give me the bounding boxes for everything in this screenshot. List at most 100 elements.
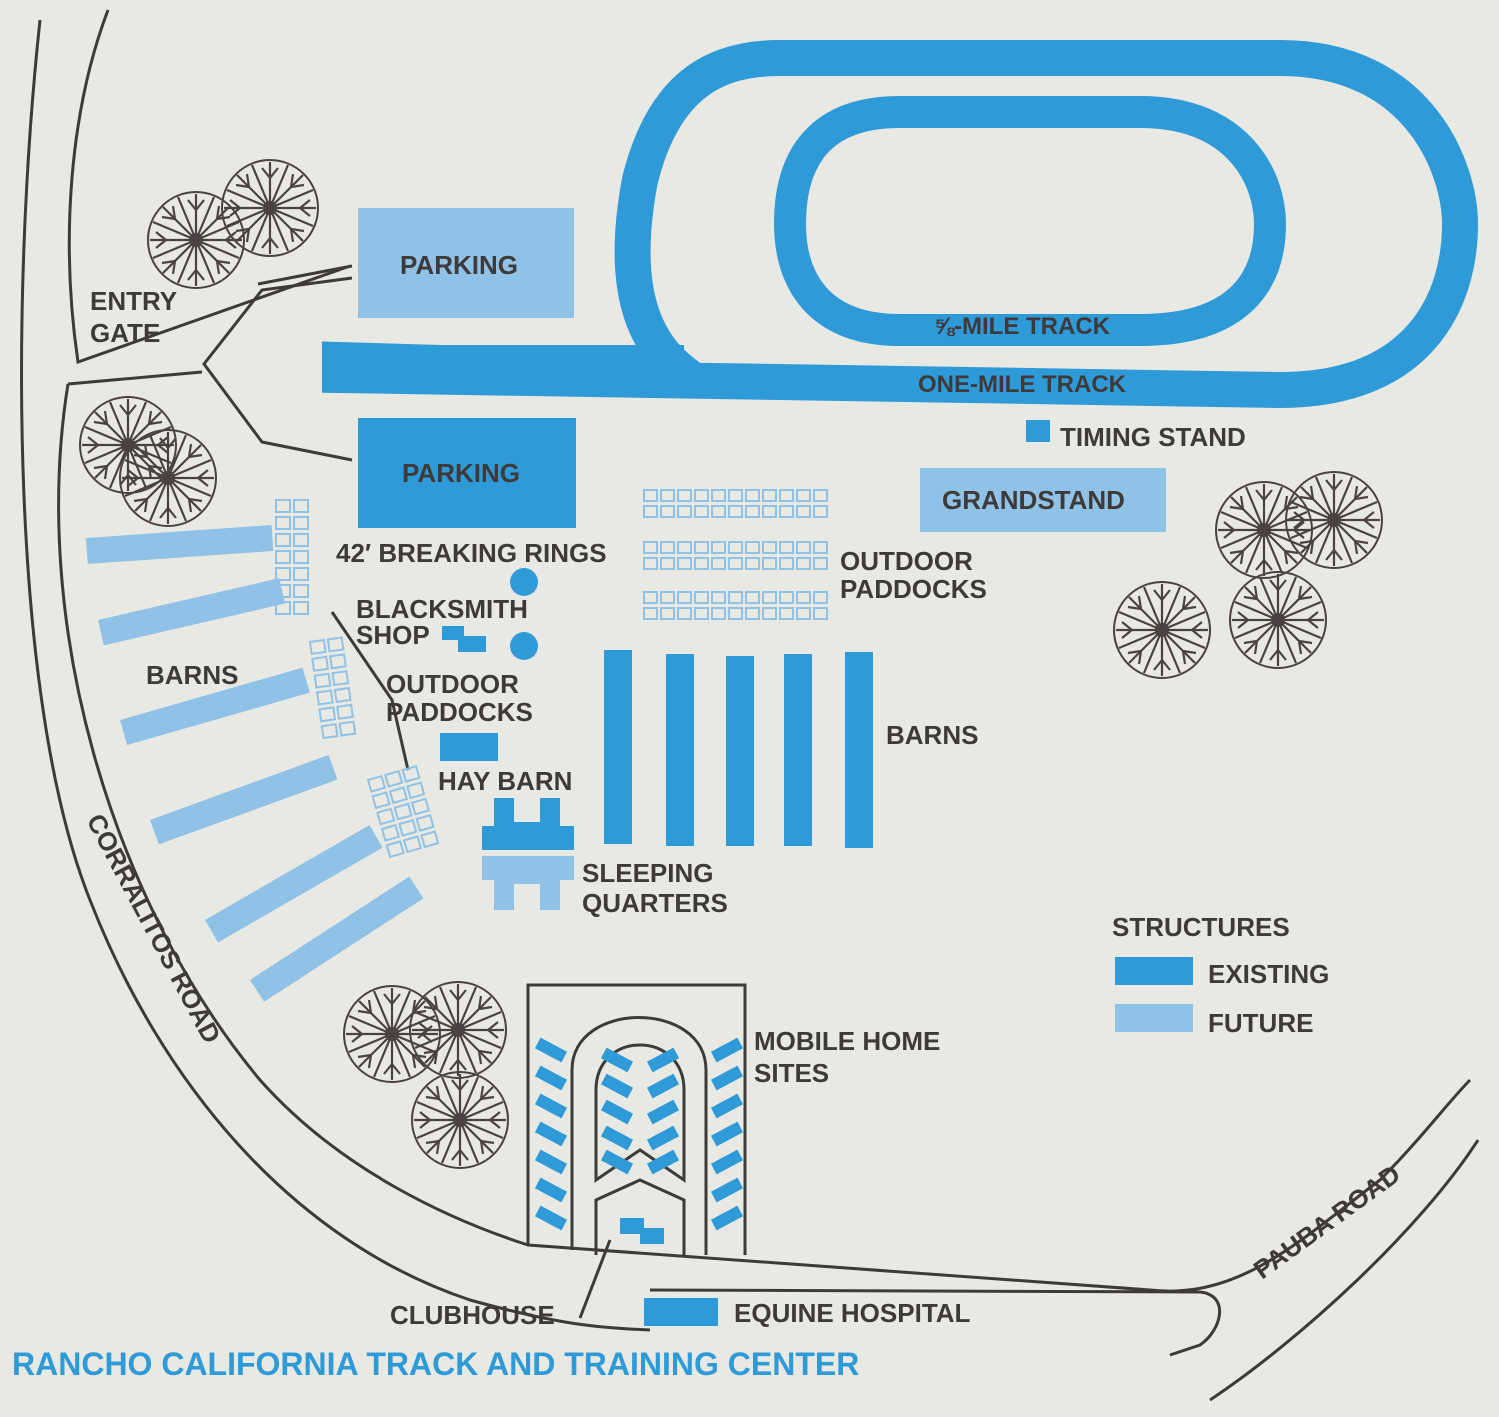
paddock-stall <box>385 840 405 859</box>
paddock-stall <box>813 505 828 518</box>
paddock-stall <box>384 769 404 788</box>
paddock-stall <box>694 489 709 502</box>
paddock-stall <box>711 557 726 570</box>
paddock-stall <box>677 541 692 554</box>
legend: STRUCTURES EXISTING FUTURE <box>1112 912 1329 1038</box>
paddock-grid <box>275 499 309 615</box>
blacksmith-label-1: BLACKSMITH <box>356 594 528 624</box>
paddock-stall <box>745 607 760 620</box>
paddock-stall <box>398 818 418 837</box>
paddock-stall <box>677 489 692 502</box>
mobile-home-label-2: SITES <box>754 1058 829 1088</box>
paddock-grid <box>643 591 828 620</box>
paddock-stall <box>779 505 794 518</box>
five-eighths-mile-track <box>773 96 1287 346</box>
paddock-stall <box>745 591 760 604</box>
paddock-stall <box>293 567 309 581</box>
tree-icon <box>220 158 320 258</box>
equine-hospital-building <box>644 1298 718 1326</box>
timing-stand-label: TIMING STAND <box>1060 422 1246 452</box>
equine-hospital-label: EQUINE HOSPITAL <box>734 1298 971 1328</box>
paddock-stall <box>643 591 658 604</box>
paddock-stall <box>762 489 777 502</box>
paddock-stall <box>796 541 811 554</box>
tree-icon <box>1284 470 1384 570</box>
paddock-stall <box>711 607 726 620</box>
paddock-stall <box>643 541 658 554</box>
mobile-home-sites <box>534 1037 744 1231</box>
paddock-stall <box>275 567 291 581</box>
paddock-stall <box>660 557 675 570</box>
tree-icon <box>118 428 218 528</box>
hay-barn-building <box>440 733 498 761</box>
mobile-home-site <box>600 1073 634 1099</box>
mobile-home-site <box>534 1037 568 1063</box>
paddock-stall <box>275 584 291 598</box>
paddock-stall <box>728 591 743 604</box>
mobile-home-site <box>646 1073 680 1099</box>
paddock-stall <box>762 505 777 518</box>
timing-stand-building <box>1026 420 1050 442</box>
paddock-stall <box>293 533 309 547</box>
mobile-home-label-1: MOBILE HOME <box>754 1026 940 1056</box>
parking-bottom-label: PARKING <box>402 458 520 488</box>
paddock-stall <box>796 591 811 604</box>
paddock-stall <box>813 607 828 620</box>
paddock-stall <box>401 764 421 783</box>
mobile-home-site <box>710 1093 744 1119</box>
clubhouse-building <box>620 1218 664 1244</box>
paddock-stall <box>415 814 435 832</box>
tree-icon <box>1228 570 1328 670</box>
paddock-stall <box>728 505 743 518</box>
paddock-stall <box>694 591 709 604</box>
paddock-stall <box>406 781 426 800</box>
outdoor-paddocks-right-label-2: PADDOCKS <box>840 574 987 604</box>
paddock-stall <box>329 653 347 670</box>
future-paddocks-right <box>643 489 828 620</box>
paddock-stall <box>745 505 760 518</box>
entry-gate-label-1: ENTRY <box>90 286 177 316</box>
one-mile-track-label: ONE-MILE TRACK <box>918 371 1127 398</box>
breaking-rings-label: 42′ BREAKING RINGS <box>336 538 607 568</box>
tree-icon <box>342 984 442 1084</box>
paddock-stall <box>643 607 658 620</box>
mobile-home-site <box>534 1149 568 1175</box>
paddock-stall <box>779 541 794 554</box>
paddock-stall <box>711 505 726 518</box>
blacksmith-label-2: SHOP <box>356 620 430 650</box>
blacksmith-shop-building <box>442 626 486 652</box>
grandstand-label: GRANDSTAND <box>942 485 1125 515</box>
outdoor-paddocks-left-label-1: OUTDOOR <box>386 669 519 699</box>
paddock-stall <box>331 670 350 687</box>
mobile-home-site <box>600 1125 634 1151</box>
five-eighths-track-label: ⅝-MILE TRACK <box>934 313 1111 340</box>
paddock-stall <box>813 541 828 554</box>
paddock-stall <box>745 557 760 570</box>
one-mile-track <box>322 40 1479 409</box>
outdoor-paddocks-left-label-2: PADDOCKS <box>386 697 533 727</box>
entry-gate-label-2: GATE <box>90 318 160 348</box>
paddock-stall <box>315 689 334 706</box>
paddock-stall <box>293 601 309 615</box>
tree-icon <box>410 1070 510 1170</box>
paddock-stall <box>796 489 811 502</box>
paddock-stall <box>643 489 658 502</box>
paddock-stall <box>308 638 327 656</box>
paddock-stall <box>388 786 408 805</box>
breaking-ring-1 <box>510 568 538 596</box>
paddock-stall <box>762 591 777 604</box>
paddock-grid <box>643 541 828 570</box>
paddock-stall <box>293 584 309 598</box>
existing-swatch-icon <box>1115 957 1193 985</box>
paddock-stall <box>796 505 811 518</box>
sleeping-quarters-label-2: QUARTERS <box>582 888 728 918</box>
paddock-stall <box>813 591 828 604</box>
paddock-grid <box>643 489 828 518</box>
paddock-stall <box>796 557 811 570</box>
sleeping-quarters-existing <box>482 798 574 850</box>
parking-top-lot <box>358 208 574 318</box>
paddock-stall <box>745 541 760 554</box>
paddock-stall <box>779 607 794 620</box>
paddock-stall <box>677 591 692 604</box>
paddock-stall <box>275 601 291 615</box>
